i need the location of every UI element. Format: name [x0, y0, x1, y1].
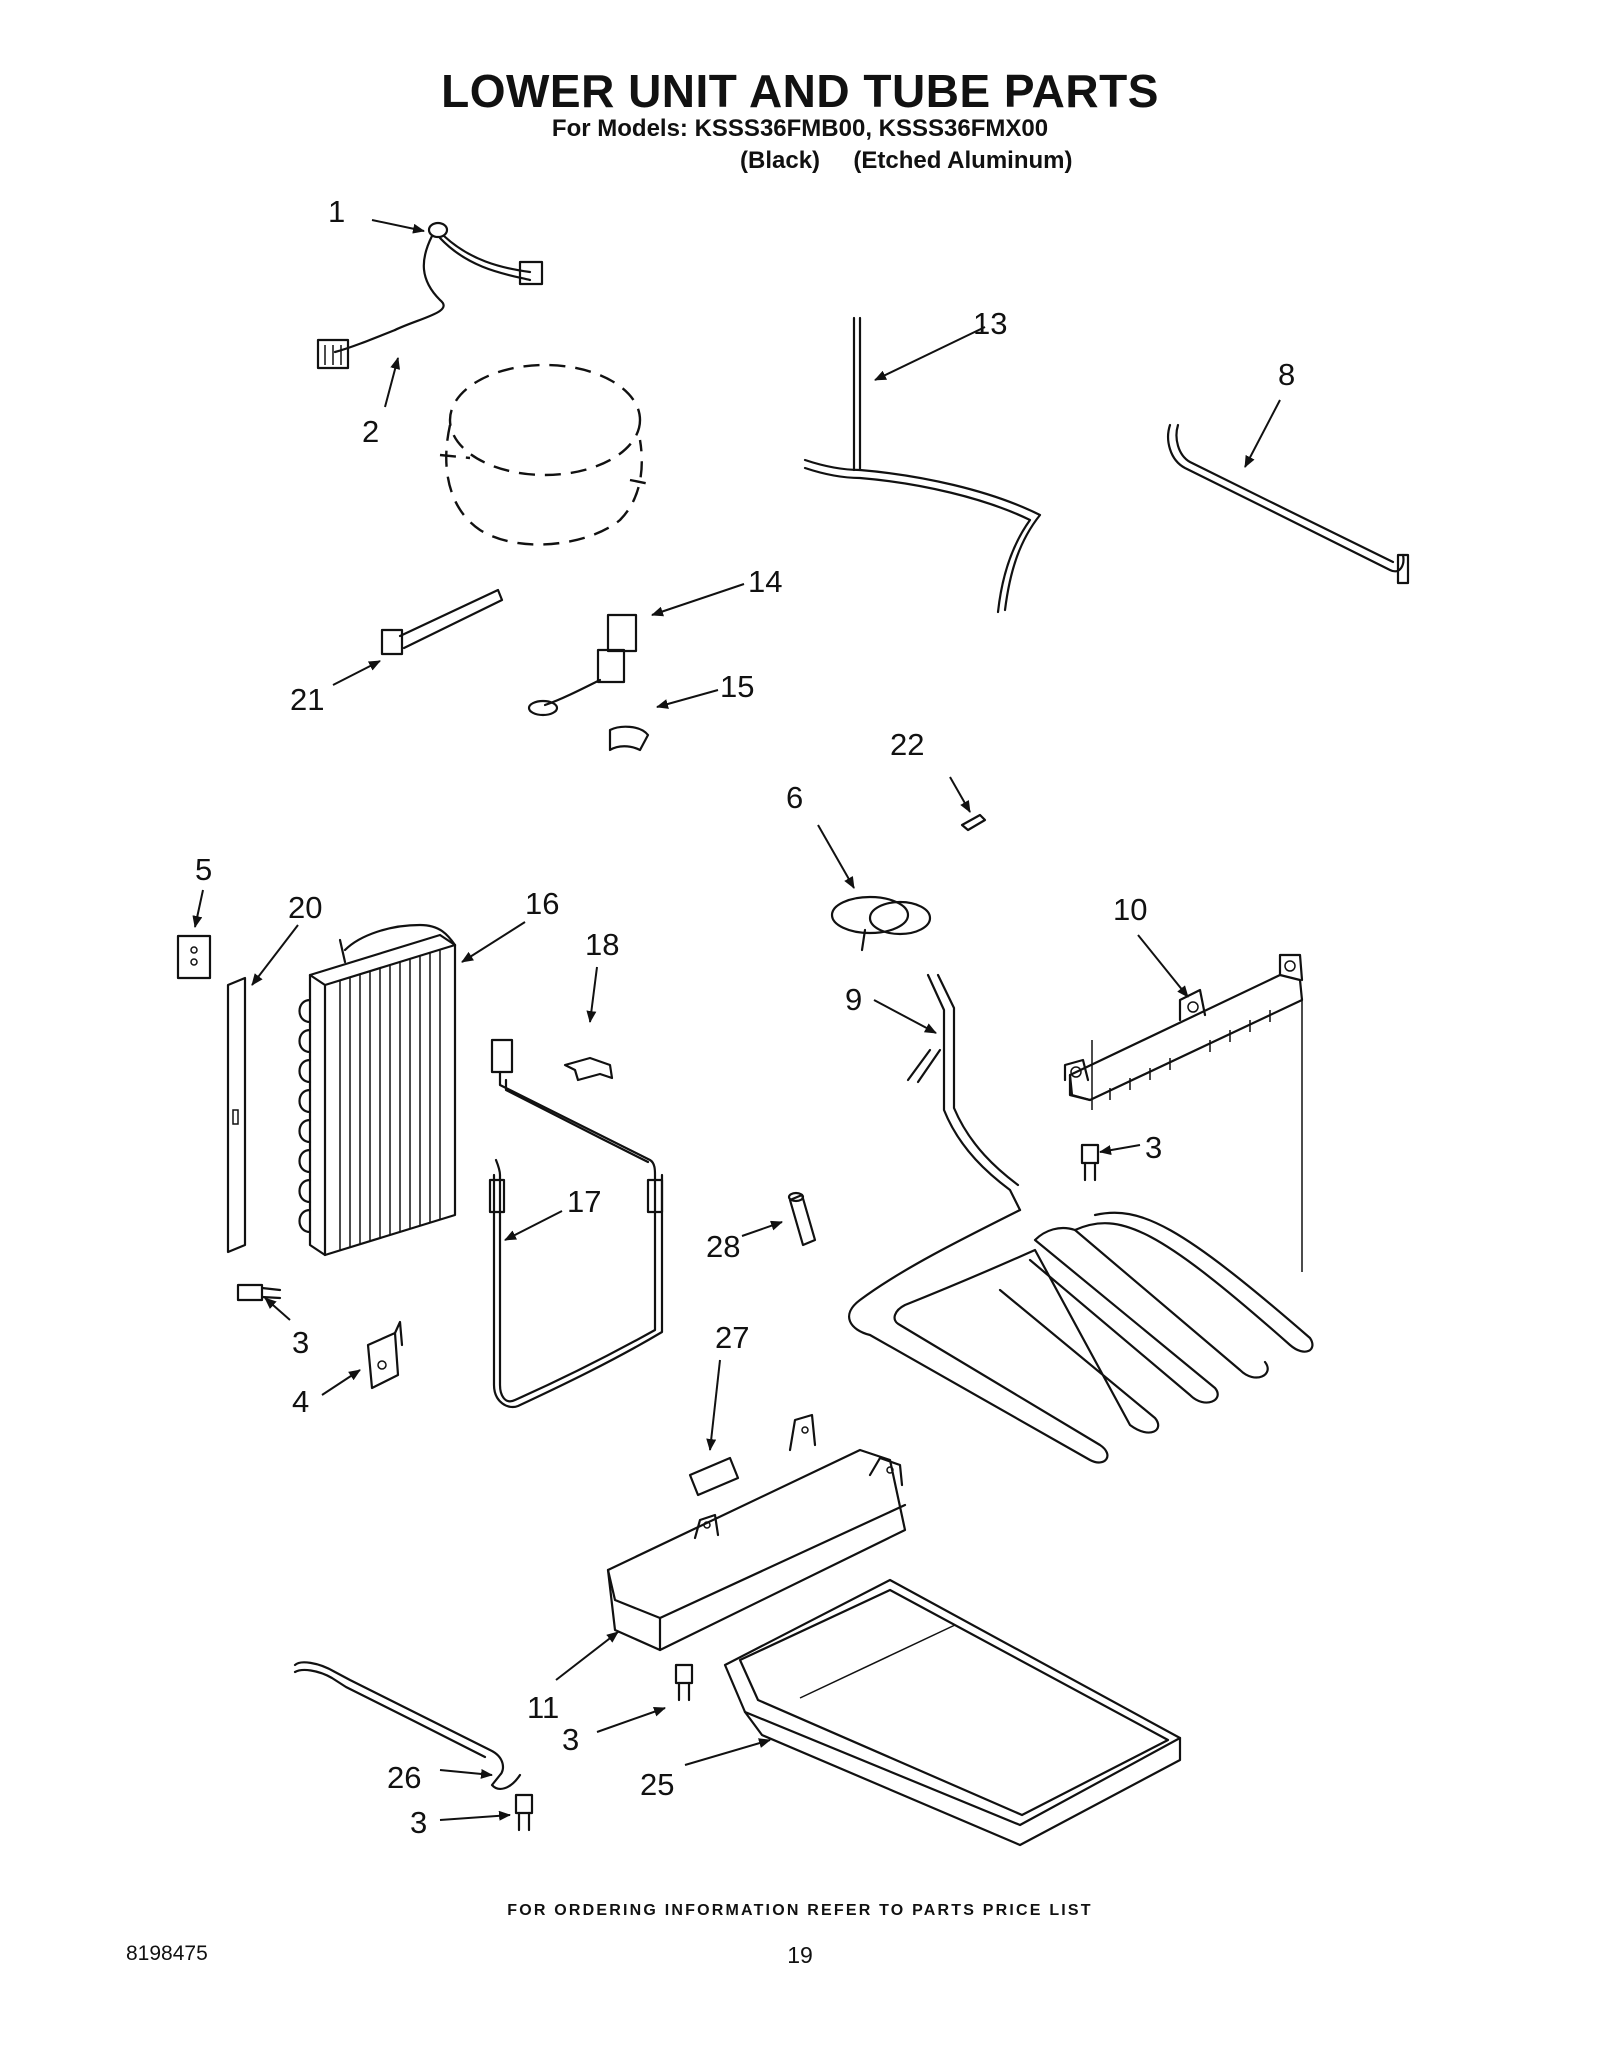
callout-21: 21 — [290, 682, 324, 717]
tube-part-13 — [803, 316, 1042, 614]
evaporator-part — [298, 923, 457, 1257]
drain-pan-bracket-part — [606, 1413, 907, 1652]
callout-18: 18 — [585, 927, 619, 962]
callout-20: 20 — [288, 890, 322, 925]
bracket-part-18 — [563, 1056, 614, 1082]
callout-3: 3 — [1145, 1130, 1162, 1165]
callout-13: 13 — [973, 306, 1007, 341]
rail-bracket-part — [1063, 953, 1304, 1272]
model-variants: (Black) (Etched Aluminum) — [740, 147, 1072, 175]
tube-part-26 — [293, 1661, 522, 1790]
document-number: 8198475 — [126, 1942, 208, 1965]
callout-22: 22 — [890, 727, 924, 762]
callout-3: 3 — [410, 1805, 427, 1840]
callout-3: 3 — [292, 1325, 309, 1360]
variant-etched-aluminum: (Etched Aluminum) — [853, 147, 1073, 174]
callout-1: 1 — [328, 194, 345, 229]
small-clip-part — [960, 813, 987, 832]
screw-part — [236, 1283, 282, 1302]
screw-part — [674, 1663, 694, 1702]
strip-part — [226, 976, 247, 1254]
tube-sleeve-part — [787, 1191, 817, 1247]
compressor-outline — [439, 363, 656, 546]
screw-part — [514, 1793, 534, 1832]
hose-part — [830, 895, 932, 952]
tube-part-8 — [1167, 423, 1410, 585]
models-line: For Models: KSSS36FMB00, KSSS36FMX00 — [551, 115, 1049, 142]
leader-lines — [192, 219, 1281, 1821]
callout-11: 11 — [527, 1690, 559, 1725]
mounting-bracket-part — [366, 1320, 404, 1390]
callout-14: 14 — [748, 564, 782, 599]
callout-3: 3 — [562, 1722, 579, 1757]
drain-pan-part — [723, 1578, 1182, 1847]
defrost-heater-part — [848, 973, 1314, 1464]
callout-5: 5 — [195, 852, 212, 887]
foam-block-part — [688, 1456, 740, 1497]
callout-6: 6 — [786, 780, 803, 815]
screw-part — [1080, 1143, 1100, 1182]
label-plate-part — [176, 934, 212, 980]
callout-9: 9 — [845, 982, 862, 1017]
page-number: 19 — [787, 1942, 813, 1968]
page-title: LOWER UNIT AND TUBE PARTS — [441, 65, 1159, 117]
heater-loop-part — [488, 1038, 664, 1409]
callout-8: 8 — [1278, 357, 1295, 392]
ordering-note: FOR ORDERING INFORMATION REFER TO PARTS … — [507, 1902, 1093, 1919]
callout-28: 28 — [706, 1229, 740, 1264]
wire-harness-part — [316, 221, 544, 370]
callout-27: 27 — [715, 1320, 749, 1355]
callout-26: 26 — [387, 1760, 421, 1795]
callout-16: 16 — [525, 886, 559, 921]
callout-25: 25 — [640, 1767, 674, 1802]
callout-4: 4 — [292, 1384, 309, 1419]
variant-black: (Black) — [740, 147, 821, 174]
clip-part — [608, 725, 650, 752]
sensor-part — [527, 613, 638, 717]
callout-10: 10 — [1113, 892, 1147, 927]
callout-15: 15 — [720, 669, 754, 704]
cable-tie-part — [380, 588, 504, 656]
callout-2: 2 — [362, 414, 379, 449]
callout-17: 17 — [567, 1184, 601, 1219]
callout-labels: 1 2 13 8 14 21 15 22 6 5 20 16 18 10 9 3… — [195, 194, 1295, 1840]
